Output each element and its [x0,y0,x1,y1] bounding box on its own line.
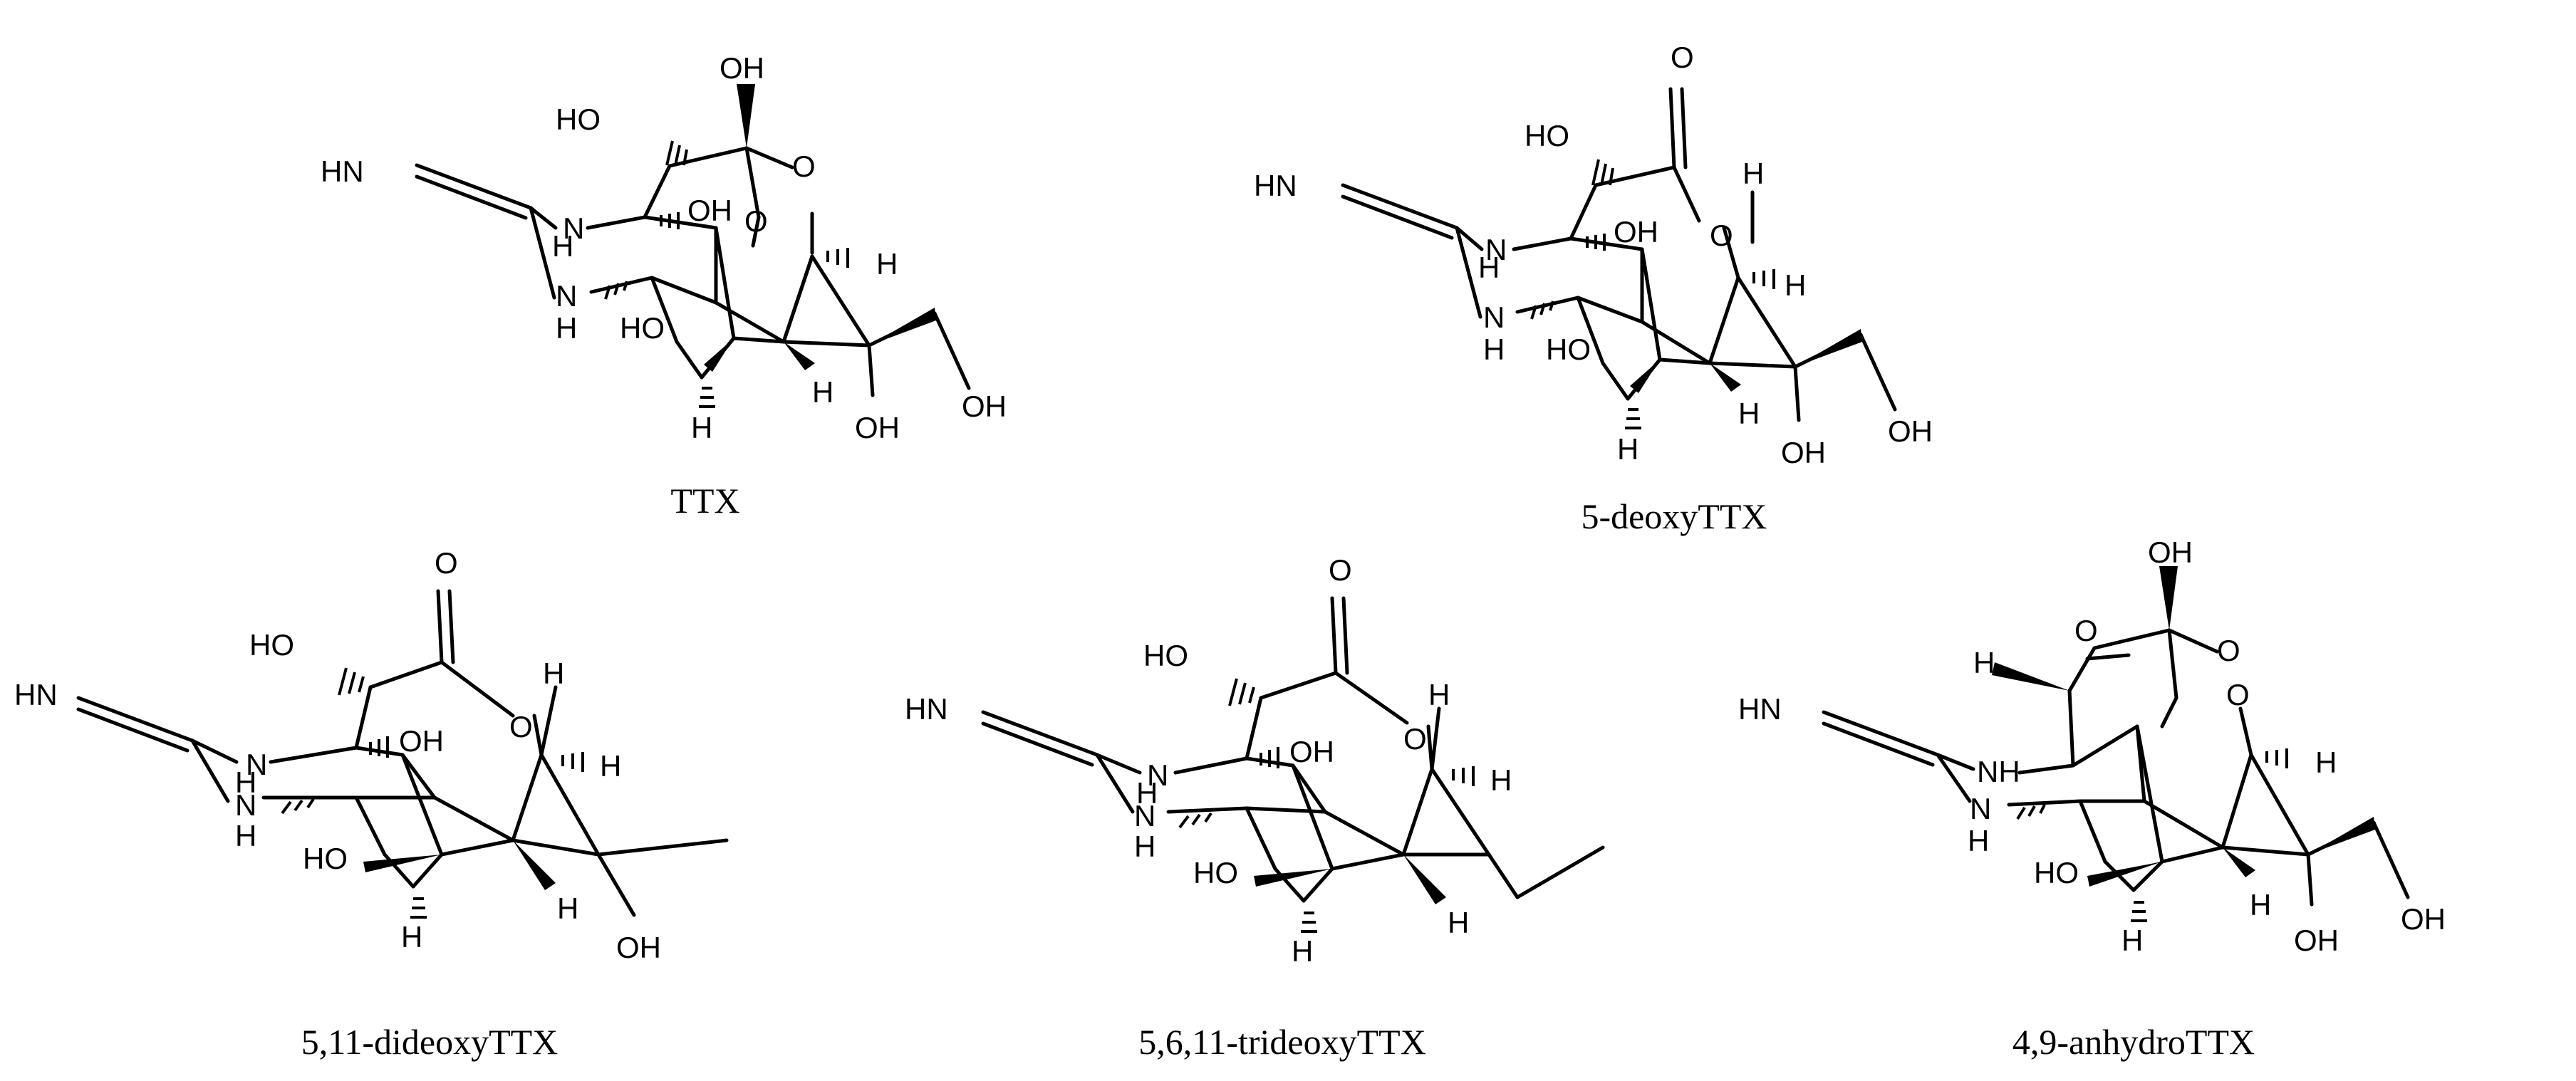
label-o-carbonyl: O [435,546,458,580]
molecule-5-11-dideoxyttx: O HO HN N H N H OH O H H HO H H OH 5,11-… [14,546,729,1062]
molecule-4-9-anhydrottx: OH H O O HN NH N H O H HO H H OH OH 4,9-… [1738,536,2446,1062]
bonds [1341,87,1897,422]
label-oh-bottom: OH [2294,924,2339,957]
label-h2: H [556,311,577,345]
label-ho-left: HO [1143,639,1188,672]
label-h-bottom: H [2121,924,2143,957]
label-ho-low: HO [620,311,665,345]
label-h-top: H [1743,157,1764,190]
label-oh-center: OH [1614,215,1658,249]
label-oh-right: OH [962,390,1007,423]
label-h: H [552,229,573,263]
label-h-right: H [600,749,621,783]
hash-bonds [281,667,584,919]
label-h2: H [1483,333,1505,366]
label-h-bottom: H [401,920,422,954]
label-oh-bottom: OH [616,931,661,964]
label-hn: HN [14,678,58,711]
label-h-left: H [1973,646,1995,679]
label-o-carbonyl: O [1329,553,1352,587]
label-h: H [235,766,256,799]
label-h2: H [1134,830,1155,863]
label-h-right: H [2315,746,2337,779]
label-oh-bottom: OH [855,411,900,444]
label-ho-low: HO [1546,333,1591,366]
molecule-5-deoxyttx: O HO HN N H N H OH O H H HO H H OH OH 5-… [1254,41,1933,536]
label-h: H [1478,251,1500,284]
label-o-ring: O [2226,678,2250,711]
hash-bonds [1178,678,1475,933]
label-nh: N [235,788,256,822]
label-ho-low: HO [1193,856,1238,889]
label-h-mid: H [557,892,578,925]
label-nh: N [1134,799,1155,832]
label-h-mid: H [1738,397,1760,430]
label-n2: N [1970,792,1991,825]
label-ho-left: HO [556,103,601,136]
label-h: H [1136,776,1158,810]
label-h2: H [235,819,256,852]
label-ho-low: HO [303,842,348,875]
label-h-mid: H [1448,906,1469,939]
label-oh-center: OH [1289,735,1334,768]
label-hn: HN [1254,169,1297,202]
label-o-bridge: O [2217,634,2240,667]
bonds [1822,628,2410,907]
bonds [76,589,729,917]
label-nh: N [1483,301,1505,334]
label-hn: HN [1738,692,1782,726]
label-n: N [563,212,584,245]
label-ho-left: HO [249,628,294,662]
label-h-mid: H [812,375,833,409]
label-o-ring: O [1403,722,1427,756]
label-oh-bottom: OH [1781,436,1826,469]
bonds [981,596,1605,903]
label-h-bottom: H [1292,934,1313,968]
label-o-ring: O [792,150,816,183]
label-o-carbonyl: O [1671,41,1694,74]
caption-ttx: TTX [670,481,739,521]
caption-4-9-anhydrottx: 4,9-anhydroTTX [2012,1022,2255,1062]
label-h-right: H [876,247,898,281]
label-n: N [1485,233,1507,266]
label-nh: N [556,279,577,313]
molecule-5-6-11-trideoxyttx: O HO HN N H N H OH O H H HO H H 5,6,11-t… [905,553,1605,1062]
label-h-right: H [1785,268,1806,302]
hash-bonds [1530,159,1775,429]
label-h2: H [1968,824,1989,857]
label-oh-right: OH [1888,414,1933,448]
caption-5-6-11-trideoxyttx: 5,6,11-trideoxyTTX [1138,1022,1426,1062]
label-o-ring: O [509,710,533,743]
label-n: N [246,748,267,781]
label-h-bottom: H [1617,432,1638,466]
hash-bonds [604,140,849,408]
label-h-mid: H [2250,888,2271,921]
label-oh-top: OH [2148,536,2193,569]
label-hn: HN [321,155,364,188]
label-o-bridge-left: O [2074,614,2098,647]
label-h-top: H [543,657,564,690]
label-ho-low: HO [2034,856,2079,889]
label-o-ring: O [1710,219,1733,252]
label-nh: NH [1977,755,2020,788]
label-o-bridge: O [744,204,768,238]
label-oh-right: OH [2401,902,2446,936]
label-h-bottom: H [691,411,712,444]
label-oh-top: OH [720,51,764,85]
label-ho-left: HO [1525,119,1569,152]
label-oh-center: OH [399,724,444,758]
caption-5-deoxyttx: 5-deoxyTTX [1581,496,1767,536]
caption-5-11-dideoxyttx: 5,11-dideoxyTTX [301,1022,559,1062]
label-oh-center: OH [687,194,732,227]
hash-bonds [2016,748,2288,922]
label-n: N [1147,758,1168,792]
label-h-top: H [1428,678,1450,711]
label-h-right: H [1490,763,1512,797]
label-hn: HN [905,692,948,726]
molecule-ttx: HN N H N H HO OH OH HO H H OH OH O O H T… [321,51,1007,521]
